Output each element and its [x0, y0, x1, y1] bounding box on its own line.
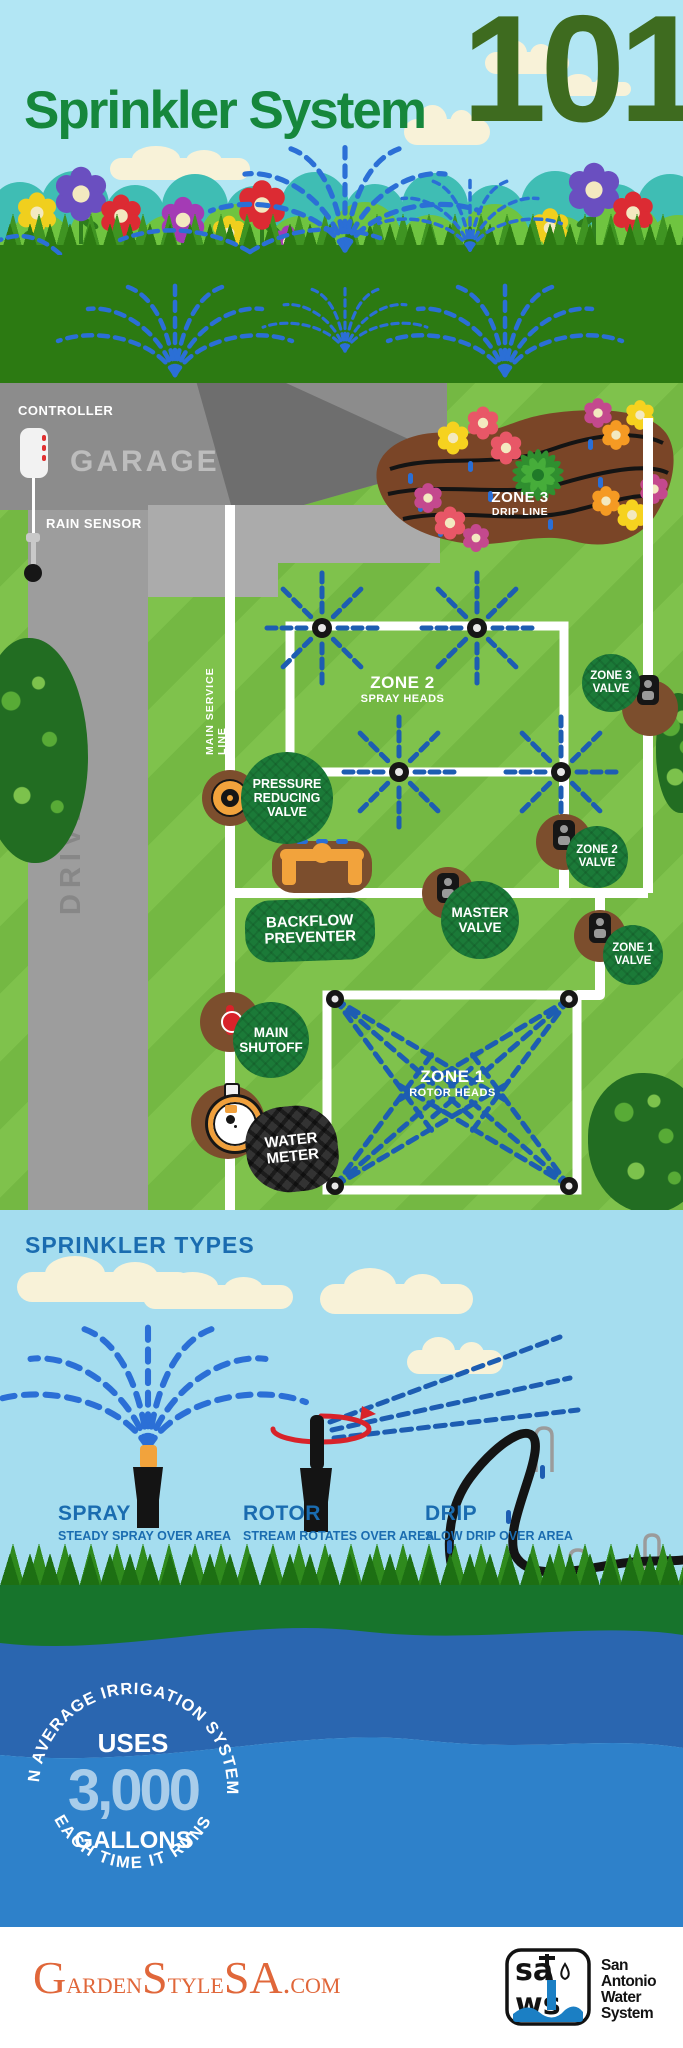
cloud [110, 145, 250, 180]
page-title: Sprinkler System [24, 80, 427, 140]
page-title-number: 101 [462, 0, 683, 154]
master-valve-bubble: MASTER VALVE [441, 881, 519, 959]
main-shutoff-bubble: MAIN SHUTOFF [233, 1002, 309, 1078]
rain-sensor-stem [31, 541, 36, 567]
zone2-valve-bubble: ZONE 2 VALVE [566, 826, 628, 888]
footer: GardenStyleSA.com sa ws San Antonio Wate… [0, 1927, 683, 2048]
zone3-valve-bubble: ZONE 3 VALVE [582, 654, 640, 712]
zone3-bed-label: ZONE 3 DRIP LINE [491, 489, 549, 518]
type-drip: DRIP SLOW DRIP OVER AREA [425, 1502, 573, 1543]
main-service-line-label: MAIN SERVICE LINE [204, 667, 228, 755]
zone3-flower-bed [376, 398, 674, 553]
stat-gallons-value: 3,000 [68, 1758, 199, 1823]
stats-section: AN AVERAGE IRRIGATION SYSTEM USES 3,000 … [0, 1585, 683, 1927]
stat-gallons: AN AVERAGE IRRIGATION SYSTEM USES 3,000 … [25, 1660, 240, 1872]
garage-label: GARAGE [70, 445, 220, 478]
bush [588, 1073, 683, 1213]
type-rotor: ROTOR STREAM ROTATES OVER AREA [243, 1502, 435, 1543]
stats-background [0, 1585, 683, 1927]
walkway [148, 505, 278, 597]
backflow-preventer-icon [272, 831, 372, 893]
controller-wire [32, 478, 35, 536]
yard-diagram: DRIVEWAY GARAGE [0, 383, 683, 1213]
rotor-streams [332, 996, 572, 1189]
grass-blades-dark [0, 1553, 683, 1589]
zone3-valve-icon [637, 675, 659, 705]
cloud [485, 39, 569, 74]
zone1-pipe-loop [322, 990, 582, 1195]
cloud [143, 1271, 293, 1309]
type-spray: SPRAY STEADY SPRAY OVER AREA [58, 1502, 231, 1543]
rotor-head-art [270, 1334, 581, 1532]
pressure-reducing-valve-bubble: PRESSURE REDUCING VALVE [241, 752, 333, 844]
spray-head-art [0, 1324, 306, 1528]
rain-sensor-bulb [24, 564, 42, 582]
cloud [320, 1267, 473, 1314]
sprinkler-heads [312, 618, 578, 1195]
cloud [407, 1336, 503, 1374]
saws-text-line: Water [601, 1989, 641, 2006]
zone1-valve-bubble: ZONE 1 VALVE [603, 925, 663, 985]
controller-icon [20, 428, 48, 478]
backflow-preventer-bubble: BACKFLOW PREVENTER [243, 896, 377, 964]
rain-sensor-label: RAIN SENSOR [46, 516, 142, 531]
header: Sprinkler System 101 [0, 0, 683, 257]
saws-text-line: System [601, 2005, 653, 2022]
spray-band [0, 255, 683, 383]
grass-base [0, 245, 683, 255]
controller-label: CONTROLLER [18, 403, 114, 418]
band-sprinkler-sprays [0, 255, 683, 383]
sprinkler-types-section: SPRINKLER TYPES [0, 1210, 683, 1585]
website-link[interactable]: GardenStyleSA.com [33, 1952, 341, 2003]
zone2-area-label: ZONE 2 SPRAY HEADS [360, 673, 445, 705]
rain-sensor-icon [26, 533, 40, 542]
saws-logo: sa ws San Antonio Water System [505, 1948, 657, 2026]
saws-text-line: San [601, 1957, 628, 1974]
header-water-arcs [0, 128, 564, 255]
cloud [404, 104, 490, 145]
saws-text-line: Antonio [601, 1973, 656, 1990]
zone1-valve-icon [589, 913, 611, 943]
stat-uses: USES [98, 1728, 169, 1758]
zone1-area-label: ZONE 1 ROTOR HEADS [409, 1067, 496, 1099]
stat-gallons-unit: GALLONS [74, 1827, 191, 1854]
bed-plant [512, 449, 564, 501]
sprinkler-types-heading: SPRINKLER TYPES [25, 1232, 255, 1258]
cloud [553, 74, 631, 96]
